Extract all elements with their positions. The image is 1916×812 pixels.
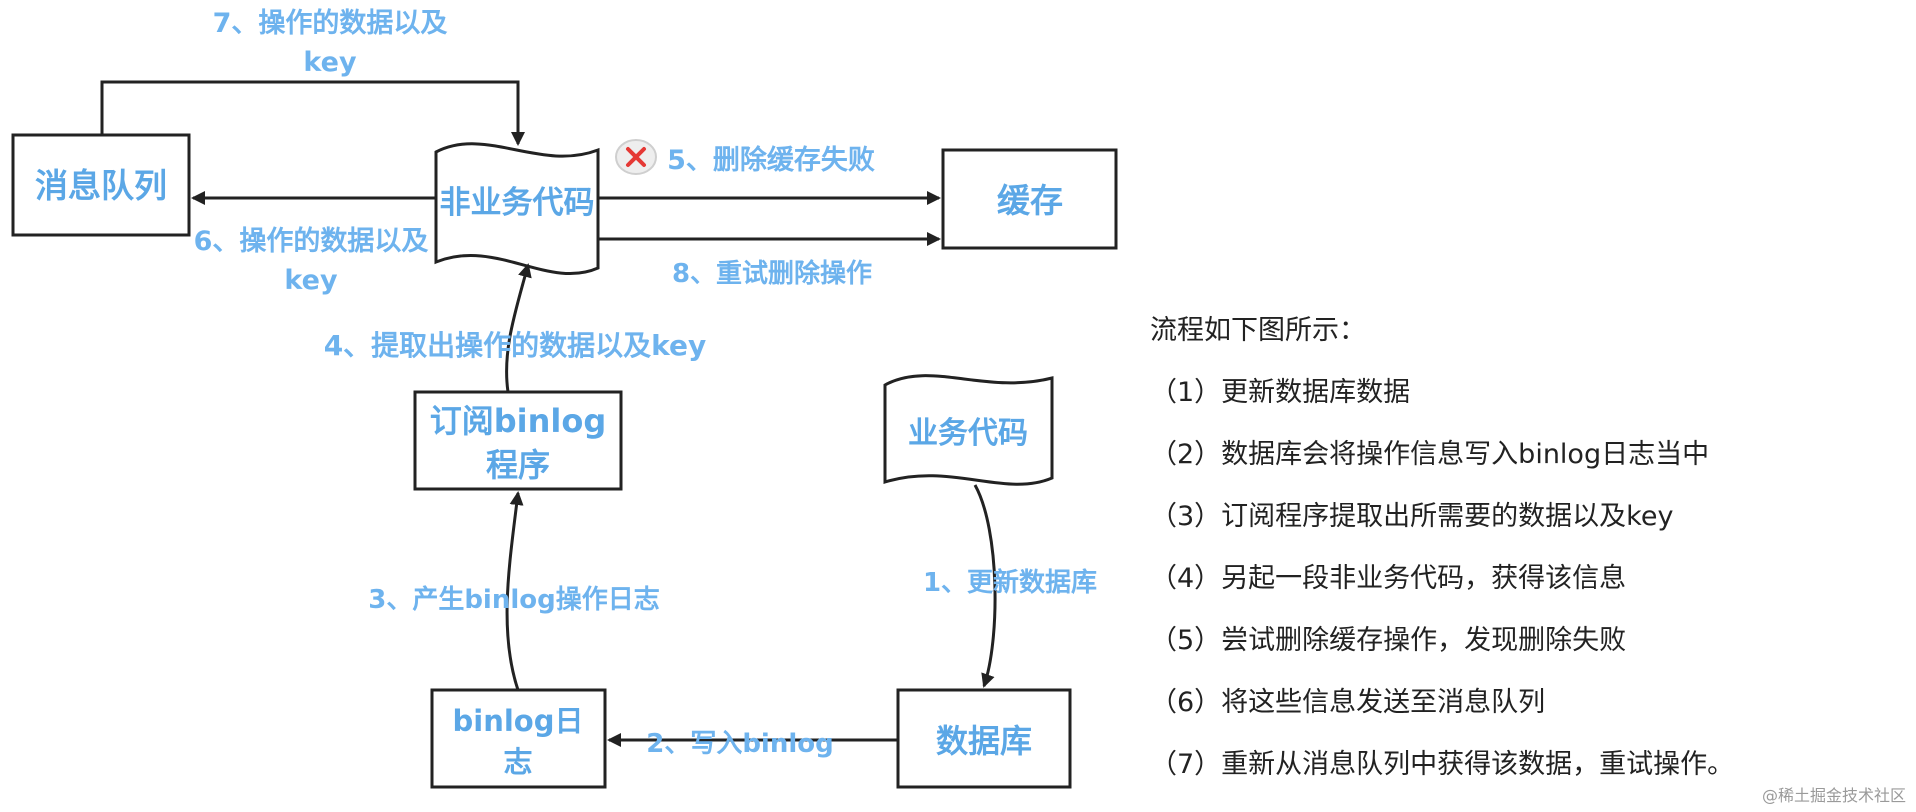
- node-message-queue: 消息队列: [11, 133, 191, 237]
- step-item-1: （1）更新数据库数据: [1150, 377, 1411, 408]
- binlog-log-label-line2: 志: [503, 745, 532, 779]
- node-binlog-log: binlog日 志: [430, 688, 607, 789]
- fail-x-icon: [615, 139, 657, 175]
- node-cache: 缓存: [941, 148, 1118, 250]
- step-item-6: （6）将这些信息发送至消息队列: [1150, 687, 1546, 718]
- edge-label-8: 8、重试删除操作: [672, 258, 872, 289]
- edge-update-db: [973, 484, 997, 688]
- binlog-log-label-line1: binlog日: [453, 704, 584, 738]
- edge-label-5: 5、删除缓存失败: [667, 144, 875, 176]
- step-item-7: （7）重新从消息队列中获得该数据，重试操作。: [1150, 749, 1735, 780]
- edge-label-1: 1、更新数据库: [923, 567, 1097, 598]
- business-code-label: 业务代码: [908, 416, 1028, 451]
- non-business-code-label: 非业务代码: [440, 185, 595, 221]
- step-item-2: （2）数据库会将操作信息写入binlog日志当中: [1150, 439, 1710, 470]
- message-queue-label: 消息队列: [35, 166, 167, 205]
- step-item-4: （4）另起一段非业务代码，获得该信息: [1150, 563, 1627, 594]
- edge-mq-to-nonbiz: [100, 80, 525, 146]
- edge-label-4: 4、提取出操作的数据以及key: [324, 329, 707, 362]
- edge-label-7-line1: 7、操作的数据以及: [213, 7, 448, 39]
- step-item-5: （5）尝试删除缓存操作，发现删除失败: [1150, 625, 1627, 656]
- subscriber-label-line2: 程序: [486, 446, 550, 484]
- subscriber-label-line1: 订阅binlog: [430, 402, 607, 440]
- edge-label-3: 3、产生binlog操作日志: [368, 585, 660, 615]
- edge-label-2: 2、写入binlog: [646, 729, 834, 759]
- node-binlog-subscriber: 订阅binlog 程序: [413, 390, 623, 491]
- node-non-business-code: 非业务代码: [434, 142, 600, 275]
- edge-extract-data: [505, 263, 532, 393]
- edge-label-6-line2: key: [284, 265, 338, 296]
- node-business-code: 业务代码: [883, 374, 1054, 486]
- edge-produce-binlog: [505, 491, 524, 691]
- steps-intro: 流程如下图所示：: [1150, 315, 1366, 346]
- edge-label-6-line1: 6、操作的数据以及: [194, 225, 429, 257]
- cache-label: 缓存: [997, 181, 1063, 220]
- node-database: 数据库: [896, 688, 1072, 789]
- step-item-3: （3）订阅程序提取出所需要的数据以及key: [1150, 501, 1674, 532]
- watermark: @稀土掘金技术社区: [1761, 786, 1906, 805]
- edge-label-7-line2: key: [303, 47, 357, 78]
- database-label: 数据库: [936, 722, 1032, 760]
- process-steps: 流程如下图所示： （1）更新数据库数据 （2）数据库会将操作信息写入binlog…: [1150, 300, 1910, 796]
